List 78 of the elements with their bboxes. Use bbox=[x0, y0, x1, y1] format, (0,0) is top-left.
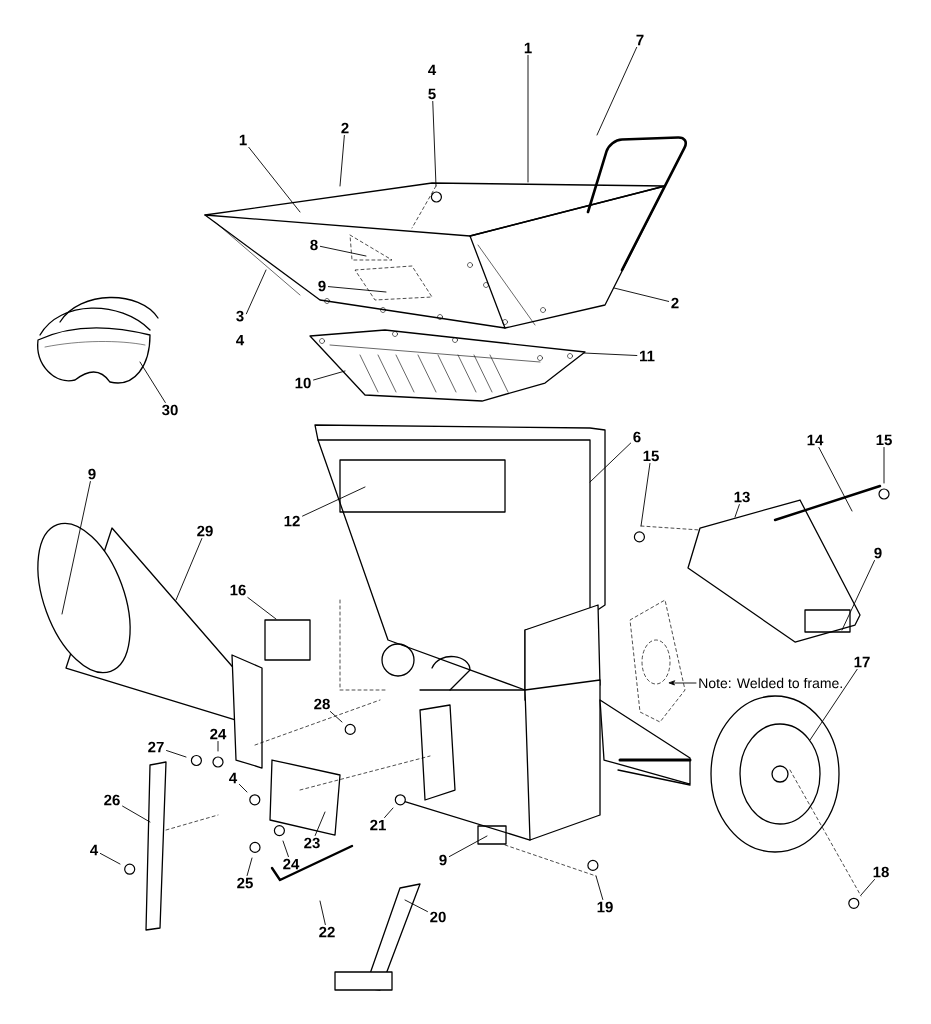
leader-line bbox=[589, 442, 632, 483]
leader-line bbox=[384, 807, 394, 819]
callout-number: 24 bbox=[210, 728, 227, 740]
callout-number: 7 bbox=[636, 34, 644, 46]
callout-number: 21 bbox=[370, 819, 386, 831]
leader-line bbox=[841, 560, 875, 631]
leader-line bbox=[217, 741, 219, 752]
leader-line bbox=[319, 900, 326, 926]
leader-line bbox=[282, 840, 289, 858]
leader-line bbox=[99, 853, 121, 865]
leader-line bbox=[245, 269, 267, 315]
leader-line bbox=[883, 447, 885, 484]
note-text: Note: Welded to frame. bbox=[699, 677, 842, 689]
callout-number: 1 bbox=[239, 134, 247, 146]
callout-number: 9 bbox=[874, 547, 882, 559]
callout-number: 3 4 bbox=[236, 310, 245, 346]
callout-number: 15 bbox=[876, 434, 892, 446]
callout-number: 27 bbox=[148, 741, 164, 753]
leader-line bbox=[238, 783, 248, 793]
callout-number: 22 bbox=[319, 926, 335, 938]
callout-number: 19 bbox=[597, 901, 613, 913]
leader-line bbox=[248, 146, 301, 213]
leader-line bbox=[339, 135, 345, 187]
callout-number: 29 bbox=[197, 525, 213, 537]
callout-number: 15 bbox=[643, 450, 659, 462]
callout-number: 1 bbox=[524, 42, 532, 54]
leader-line bbox=[175, 538, 203, 601]
callout-number: 10 bbox=[295, 377, 311, 389]
leader-line bbox=[527, 54, 529, 183]
leader-line bbox=[166, 750, 187, 758]
leader-line bbox=[583, 352, 638, 356]
leader-line bbox=[432, 101, 437, 187]
callout-number: 11 bbox=[640, 350, 655, 362]
callout-number: 9 bbox=[88, 468, 96, 480]
leader-line bbox=[860, 879, 875, 896]
callout-number: 28 bbox=[314, 698, 330, 710]
callout-number: 2 bbox=[341, 122, 349, 134]
leader-line bbox=[596, 46, 638, 136]
callout-number: 24 bbox=[283, 858, 300, 870]
leader-line bbox=[613, 287, 670, 302]
leader-line bbox=[595, 875, 604, 900]
leader-line bbox=[327, 286, 387, 293]
callout-number: 16 bbox=[230, 584, 246, 596]
callout-number: 6 bbox=[633, 431, 641, 443]
callout-number: 14 bbox=[807, 434, 824, 446]
leader-line bbox=[313, 370, 346, 381]
leader-line bbox=[818, 446, 853, 512]
callout-number: 23 bbox=[304, 837, 320, 849]
leader-line bbox=[329, 711, 343, 723]
callout-number: 9 bbox=[439, 854, 447, 866]
leader-line bbox=[61, 481, 91, 615]
leader-line bbox=[314, 811, 326, 836]
leader-line bbox=[122, 805, 151, 823]
callout-number: 9 bbox=[318, 280, 326, 292]
callout-number: 8 bbox=[310, 239, 318, 251]
callout-number: 2 bbox=[671, 297, 679, 309]
leader-line bbox=[640, 463, 651, 527]
leader-line bbox=[319, 245, 367, 257]
leader-line bbox=[246, 857, 253, 876]
callout-number: 26 bbox=[104, 794, 120, 806]
callout-number: 4 bbox=[229, 772, 238, 784]
callout-number: 17 bbox=[854, 656, 870, 668]
callout-number: 18 bbox=[873, 866, 889, 878]
leader-line bbox=[448, 835, 488, 857]
leader-line bbox=[404, 899, 428, 913]
leader-line bbox=[734, 504, 740, 518]
callout-number: 13 bbox=[734, 491, 750, 503]
leader-line bbox=[247, 597, 277, 620]
arrow bbox=[668, 680, 697, 686]
callout-number: 30 bbox=[162, 404, 178, 416]
callout-number: 25 bbox=[237, 877, 253, 889]
leader-line bbox=[139, 361, 166, 403]
leader-line bbox=[302, 486, 366, 517]
callout-number: 20 bbox=[430, 911, 446, 923]
callout-number: 4 bbox=[90, 844, 99, 856]
callout-number: 4 5 bbox=[428, 64, 437, 100]
leader-line bbox=[809, 668, 858, 741]
callout-number: 12 bbox=[284, 515, 300, 527]
